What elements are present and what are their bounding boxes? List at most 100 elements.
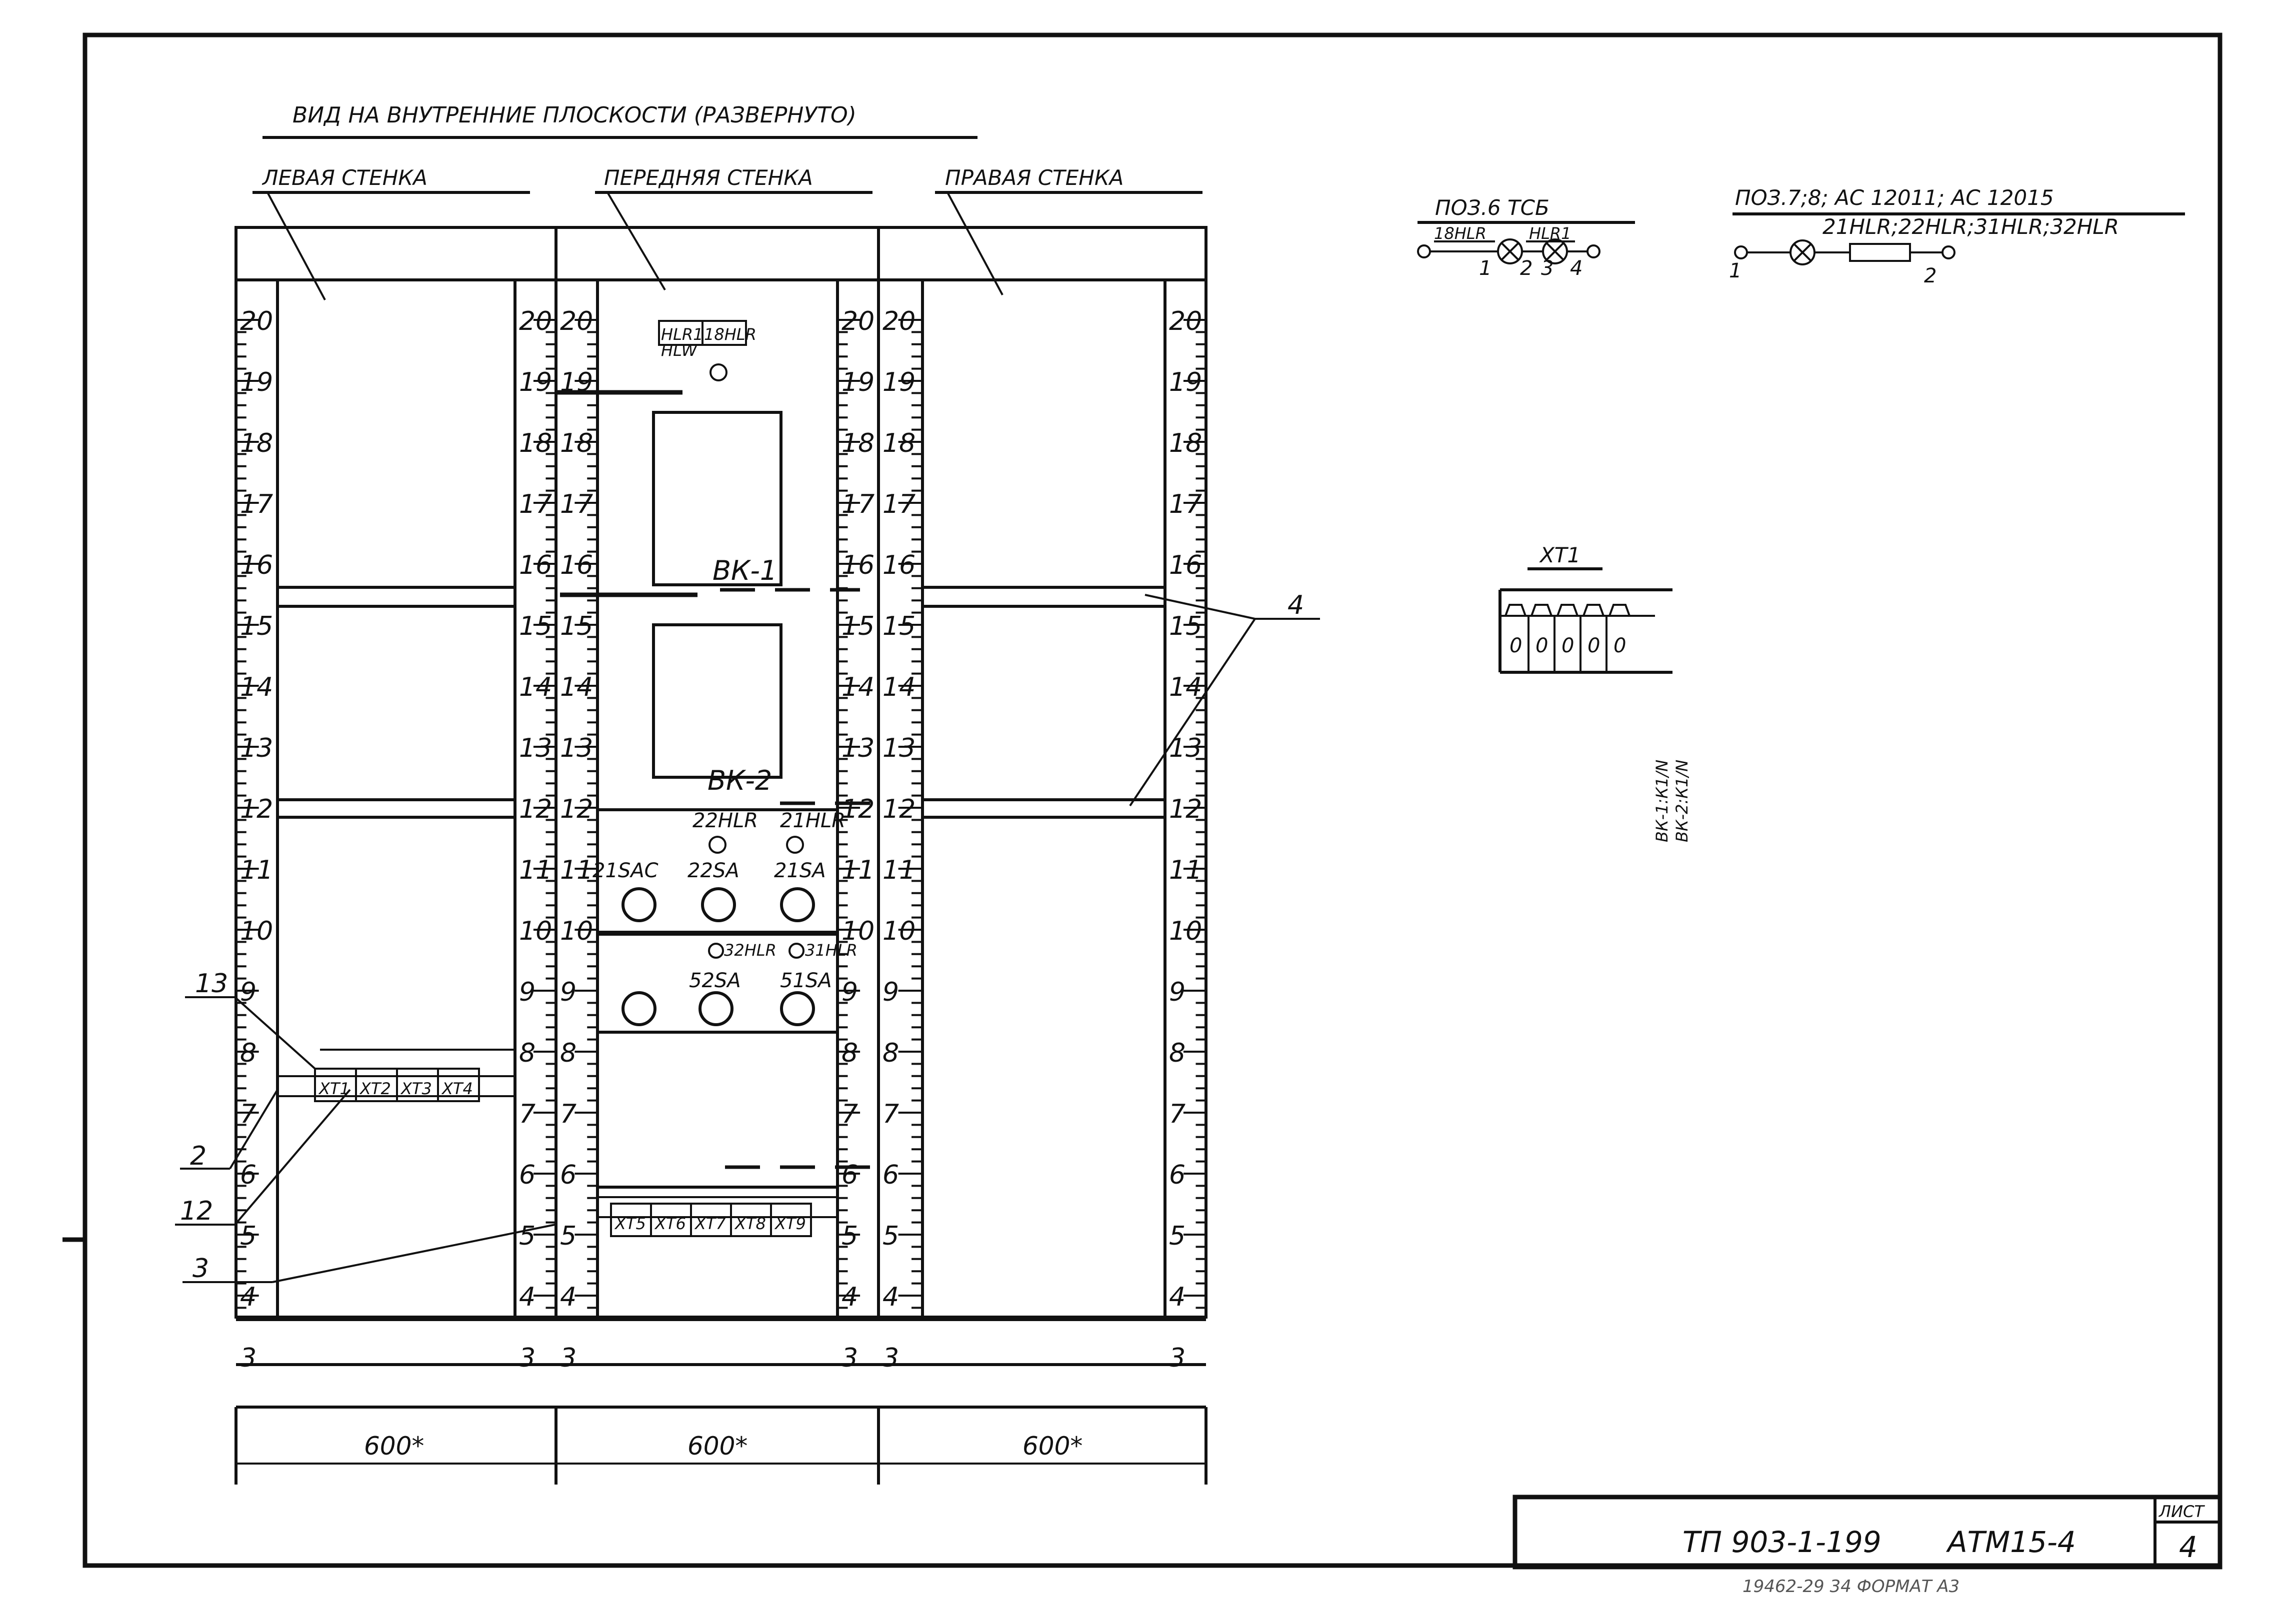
- scale-number: 5: [842, 1221, 858, 1251]
- scale-number: 13: [842, 733, 874, 763]
- svg-text:3: 3: [192, 1254, 209, 1284]
- terminal-label: XT4: [441, 1079, 473, 1098]
- scale-number: 4: [519, 1282, 536, 1312]
- scale-number: 5: [519, 1221, 536, 1251]
- stamp-sheet-label: ЛИСТ: [2158, 1502, 2205, 1521]
- scale-number: 5: [882, 1221, 899, 1251]
- left-wall-leader: [266, 192, 326, 300]
- switch-lower-1: [622, 991, 656, 1026]
- view-title: ВИД НА ВНУТРЕННИЕ ПЛОСКОСТИ (РАЗВЕРНУТО): [292, 102, 856, 128]
- right-wall-leader: [946, 192, 1004, 295]
- scale-number: 20: [240, 306, 273, 336]
- callout-3: 3: [182, 1224, 556, 1284]
- scale-number: 17: [842, 489, 874, 519]
- scale-number: 9: [560, 977, 576, 1007]
- scale-number: 19: [519, 367, 552, 397]
- label-hlr1: HLR1: [661, 325, 703, 344]
- scale-number: 7: [1169, 1099, 1186, 1129]
- terminal-cell: [437, 1068, 480, 1102]
- terminal-label: XT8: [734, 1214, 766, 1233]
- scale-number: 7: [882, 1099, 899, 1129]
- xt1-cell: 0: [1510, 634, 1522, 657]
- scale-number: 16: [1169, 550, 1202, 580]
- scale-number: 4: [560, 1282, 576, 1312]
- label-hlw: HLW: [661, 341, 698, 360]
- svg-text:2: 2: [190, 1141, 206, 1171]
- scale-number: 18: [240, 428, 273, 458]
- scale-number: 15: [560, 611, 593, 641]
- sheet-border: [82, 32, 2222, 1568]
- scale-number: 16: [519, 550, 552, 580]
- scale-number: 14: [560, 672, 593, 702]
- scale-number: 5: [560, 1221, 576, 1251]
- scale-number: 19: [1169, 367, 1202, 397]
- scale-number: 4: [842, 1282, 858, 1312]
- scale-number: 10: [240, 916, 273, 946]
- scale-number: 16: [560, 550, 593, 580]
- scale-number: 13: [560, 733, 593, 763]
- scale-number: 20: [519, 306, 552, 336]
- schematic1-pin-3: 3: [1541, 257, 1554, 280]
- xt1-cap: [1530, 604, 1552, 616]
- terminal-label: XT7: [694, 1214, 726, 1233]
- scale-number: 7: [240, 1099, 256, 1129]
- scale-number: 12: [560, 794, 593, 824]
- callout-13: 13: [185, 969, 316, 1070]
- scale-number: 8: [560, 1038, 576, 1068]
- terminal-label: XT2: [359, 1079, 391, 1098]
- schematic2-title: ПОЗ.7;8; АС 12011; АС 12015: [1735, 185, 2054, 210]
- scale-number: 4: [1169, 1282, 1186, 1312]
- schematic2-pin-2: 2: [1924, 264, 1936, 287]
- title-block: ТП 903-1-199 АТМ15-4 ЛИСТ 4: [1512, 1495, 2222, 1570]
- xt1-cap: [1556, 604, 1578, 616]
- scale-number: 10: [842, 916, 874, 946]
- lamp-31hlr: [788, 943, 804, 959]
- schematic-lamps-ac: ПОЗ.7;8; АС 12011; АС 12015 21HLR;22HLR;…: [1729, 185, 2185, 287]
- scale-number: 14: [882, 672, 916, 702]
- footer-format: 19462-29 34 ФОРМАТ А3: [1742, 1577, 1960, 1597]
- svg-text:12: 12: [180, 1196, 213, 1226]
- callout-4: 4: [1129, 590, 1320, 807]
- scale-number: 8: [842, 1038, 858, 1068]
- scale-number: 6: [560, 1160, 576, 1190]
- scale-number: 9: [519, 977, 536, 1007]
- label-51sa: 51SA: [780, 969, 832, 992]
- terminal-label: XT3: [400, 1079, 432, 1098]
- label-22hlr: 22HLR: [692, 809, 758, 832]
- label-21hlr: 21HLR: [780, 809, 846, 832]
- xt1-cell: 0: [1562, 634, 1574, 657]
- scale-number: 4: [240, 1282, 256, 1312]
- label-31hlr: 31HLR: [805, 941, 858, 960]
- scale-number: 15: [240, 611, 273, 641]
- label-21sac: 21SAC: [592, 859, 658, 882]
- scale-number: 8: [519, 1038, 536, 1068]
- stamp-code: ТП 903-1-199: [1682, 1525, 1882, 1559]
- scale-number: 9: [240, 977, 256, 1007]
- scale-number: 20: [560, 306, 593, 336]
- scale-number: 10: [1169, 916, 1202, 946]
- scale-number: 11: [842, 855, 874, 885]
- svg-text:13: 13: [195, 969, 228, 999]
- scale-number: 3: [240, 1343, 256, 1373]
- scale-number: 16: [240, 550, 273, 580]
- scale-number: 13: [1169, 733, 1202, 763]
- schematic1-pin-2: 2: [1520, 257, 1532, 280]
- scale-number: 19: [240, 367, 273, 397]
- scale-number: 20: [1169, 306, 1202, 336]
- switch-51sa: [780, 991, 815, 1026]
- scale-number: 19: [842, 367, 874, 397]
- scale-number: 17: [882, 489, 916, 519]
- scale-number: 18: [882, 428, 916, 458]
- scale-number: 11: [560, 855, 593, 885]
- scale-number: 7: [560, 1099, 576, 1129]
- scale-number: 15: [1169, 611, 1202, 641]
- scale-number: 3: [842, 1343, 858, 1373]
- terminal-cell: [770, 1203, 812, 1237]
- stamp-sheet-number: 4: [2179, 1530, 2198, 1564]
- hlr-label-plate: HLR1 18HLR: [658, 320, 756, 346]
- terminal-label: XT5: [614, 1214, 646, 1233]
